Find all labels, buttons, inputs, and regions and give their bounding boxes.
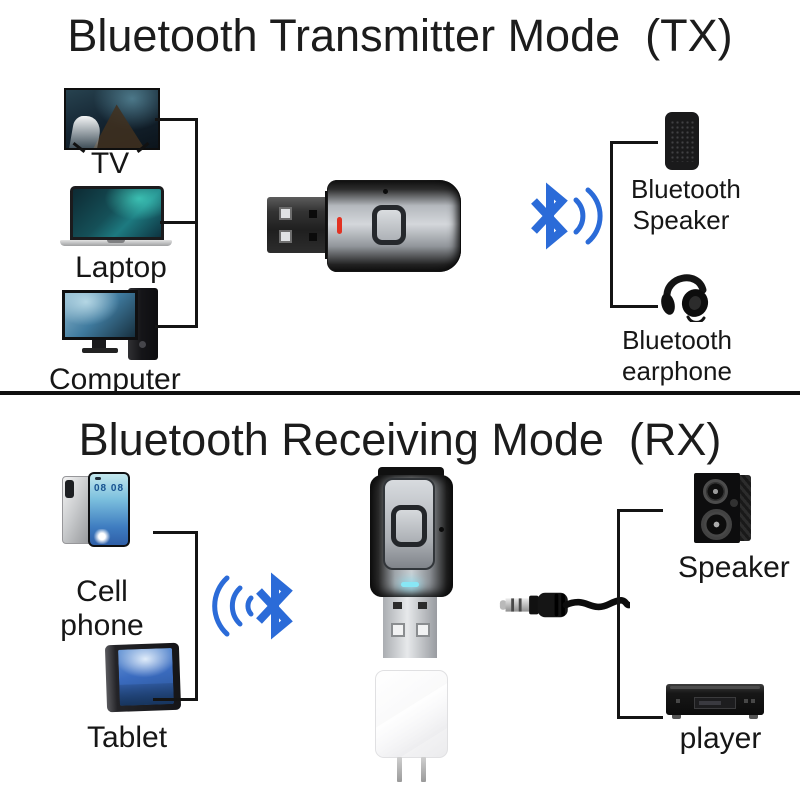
tablet-image <box>104 642 182 713</box>
usb-contact <box>279 230 292 243</box>
bluetooth-earphone-label-line2: earphone <box>622 355 732 386</box>
rx-dongle-button <box>391 505 427 547</box>
tx-target-bracket-line <box>610 141 613 308</box>
computer-label: Computer <box>49 363 181 396</box>
rx-dongle-usb-plug <box>383 597 437 658</box>
cellphone-clock: 08 08 <box>93 483 125 494</box>
rx-dongle-blue-led <box>401 582 419 587</box>
speaker-image <box>694 473 751 543</box>
section-divider <box>0 391 800 395</box>
rx-title: Bluetooth Receiving Mode (RX) <box>78 414 722 465</box>
player-image <box>666 684 764 719</box>
computer-monitor <box>62 290 138 340</box>
tx-tv-connector-line <box>155 118 198 121</box>
tv-image <box>64 88 160 150</box>
tx-speaker-connector-line <box>610 141 658 144</box>
rx-target-bracket-line <box>617 509 620 719</box>
speaker-port <box>730 499 738 507</box>
bluetooth-signal-icon-rx <box>212 572 293 640</box>
usb-contact <box>391 623 405 637</box>
usb-wall-charger-image <box>375 670 448 758</box>
player-display <box>694 697 736 709</box>
rx-dongle-group <box>368 465 454 785</box>
bluetooth-speaker-label-line1: Bluetooth <box>631 174 741 204</box>
cellphone-screen: 08 08 <box>90 474 128 545</box>
laptop-label: Laptop <box>75 251 167 284</box>
player-button <box>744 699 748 703</box>
bluetooth-speaker-label-line2: Speaker <box>632 204 730 235</box>
speaker-woofer <box>701 509 732 540</box>
speaker-side-panel <box>737 475 751 541</box>
computer-monitor-stand <box>92 340 106 348</box>
rx-dongle-mic-hole <box>439 527 444 532</box>
aux-cable-image <box>499 592 630 618</box>
player-foot <box>672 715 681 719</box>
player-label: player <box>679 722 762 755</box>
tx-earphone-connector-line <box>610 305 658 308</box>
tx-dongle-red-led <box>337 217 342 234</box>
tx-dongle-button <box>372 205 406 245</box>
usb-contact <box>418 602 427 609</box>
bluetooth-earphone-label: Bluetooth earphone <box>622 325 732 386</box>
usb-contact <box>416 623 430 637</box>
rx-cellphone-connector-line <box>153 531 198 534</box>
rx-player-connector-line <box>617 716 663 719</box>
computer-monitor-base <box>82 348 118 353</box>
bluetooth-earphone-image <box>661 274 709 322</box>
bluetooth-speaker-image <box>665 112 699 170</box>
bluetooth-speaker-label: Bluetooth Speaker <box>631 174 741 235</box>
speaker-tweeter <box>703 479 728 504</box>
usb-contact <box>309 210 317 218</box>
player-foot <box>749 715 758 719</box>
player-button <box>676 699 680 703</box>
tx-title: Bluetooth Transmitter Mode (TX) <box>67 10 733 61</box>
tablet-label: Tablet <box>86 721 168 754</box>
cellphone-front-image: 08 08 <box>88 472 130 547</box>
usb-contact <box>309 233 317 241</box>
aux-plug-tip <box>499 600 507 610</box>
usb-contact <box>393 602 402 609</box>
charger-prong <box>397 757 402 782</box>
tx-dongle-usb-plug <box>267 197 329 253</box>
rx-tablet-connector-line <box>153 698 198 701</box>
player-button <box>751 699 755 703</box>
usb-contact <box>279 207 292 220</box>
speaker-label: Speaker <box>678 551 790 584</box>
cellphone-label: Cell phone <box>60 575 144 642</box>
tx-dongle-body <box>327 180 461 272</box>
tx-laptop-connector-line <box>160 221 198 224</box>
laptop-image <box>70 186 164 240</box>
speaker-front-face <box>694 473 740 543</box>
bluetooth-earphone-label-line1: Bluetooth <box>622 325 732 355</box>
laptop-base <box>60 240 172 246</box>
rx-speaker-connector-line <box>617 509 663 512</box>
charger-prong <box>421 757 426 782</box>
tv-label: TV <box>90 147 130 180</box>
bluetooth-signal-icon-tx <box>531 182 603 250</box>
tx-computer-connector-line <box>155 325 198 328</box>
tx-dongle-mic-hole <box>383 189 388 194</box>
rx-source-bracket-line <box>195 531 198 701</box>
